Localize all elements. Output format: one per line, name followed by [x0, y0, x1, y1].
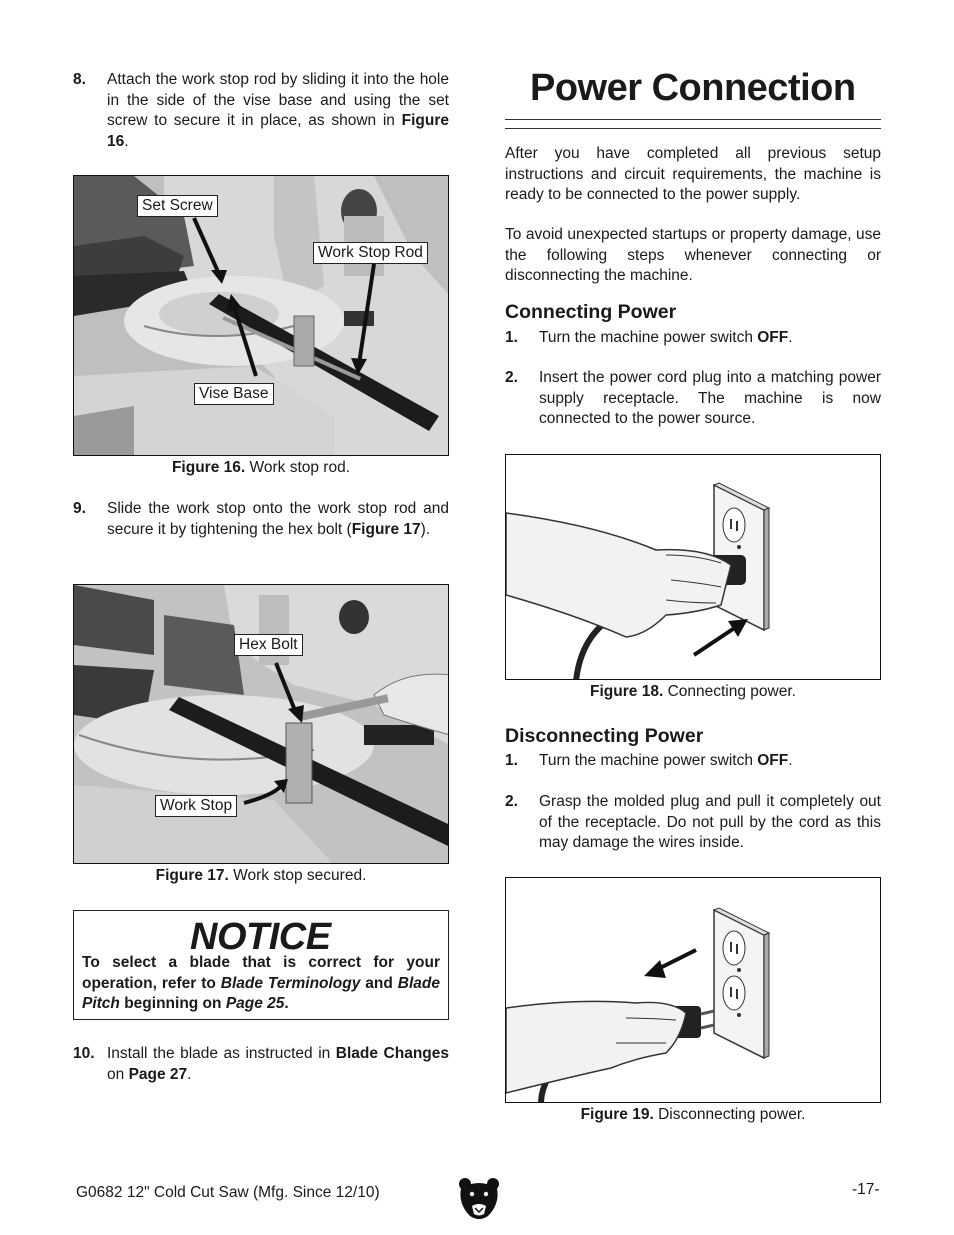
- step-text: Grasp the molded plug and pull it comple…: [539, 793, 881, 851]
- step-number: 9.: [73, 500, 86, 517]
- callout-hex-bolt: Hex Bolt: [234, 634, 303, 656]
- notice-box: NOTICE To select a blade that is correct…: [73, 910, 449, 1020]
- figure-reference: Figure 17: [351, 520, 421, 538]
- callout-work-stop: Work Stop: [155, 795, 238, 817]
- step-number: 2.: [505, 369, 518, 386]
- intro-paragraph-2: To avoid unexpected startups or property…: [505, 226, 881, 284]
- figure-16-caption: Figure 16. Work stop rod.: [171, 459, 351, 476]
- figure-18-caption: Figure 18. Connecting power.: [590, 683, 796, 700]
- step-9: 9. Slide the work stop onto the work sto…: [73, 499, 449, 540]
- step-text: Turn the machine power switch OFF.: [539, 752, 793, 769]
- step-text: Install the blade as instructed in Blade…: [107, 1045, 449, 1083]
- step-text: Turn the machine power switch OFF.: [539, 329, 793, 346]
- page-number: -17-: [852, 1181, 880, 1198]
- figure-reference: Figure 16: [107, 112, 449, 150]
- footer-model: G0682 12" Cold Cut Saw (Mfg. Since 12/10…: [76, 1184, 380, 1201]
- disconnecting-power-heading: Disconnecting Power: [505, 725, 704, 747]
- figure-16-photo: [73, 175, 449, 456]
- section-title: Power Connection: [530, 67, 856, 109]
- notice-title: NOTICE: [190, 916, 331, 958]
- connect-step-2: 2. Insert the power cord plug into a mat…: [505, 368, 881, 430]
- callout-set-screw: Set Screw: [137, 195, 218, 217]
- connecting-power-heading: Connecting Power: [505, 301, 677, 323]
- figure-18-illustration: [505, 454, 881, 680]
- connect-step-1: 1. Turn the machine power switch OFF.: [505, 328, 881, 349]
- disconnect-step-1: 1. Turn the machine power switch OFF.: [505, 751, 881, 772]
- step-number: 8.: [73, 71, 86, 88]
- step-10: 10. Install the blade as instructed in B…: [73, 1044, 449, 1085]
- disconnecting-power-drawing: [506, 907, 771, 1102]
- step-text: Slide the work stop onto the work stop r…: [107, 500, 449, 538]
- work-stop-rod-illustration: [74, 176, 448, 455]
- intro-paragraph-1: After you have completed all previous se…: [505, 145, 881, 203]
- step-8: 8. Attach the work stop rod by sliding i…: [73, 70, 449, 152]
- figure-19-illustration: [505, 877, 881, 1103]
- callout-vise-base: Vise Base: [194, 383, 274, 405]
- step-number: 1.: [505, 752, 518, 769]
- step-number: 2.: [505, 793, 518, 810]
- work-stop-secured-illustration: [74, 585, 448, 863]
- figure-19-caption: Figure 19. Disconnecting power.: [580, 1106, 806, 1123]
- step-text: Attach the work stop rod by sliding it i…: [107, 71, 449, 150]
- callout-work-stop-rod: Work Stop Rod: [313, 242, 428, 264]
- figure-17-photo: [73, 584, 449, 864]
- step-number: 10.: [73, 1045, 95, 1062]
- connecting-power-drawing: [506, 482, 771, 679]
- step-text: Insert the power cord plug into a matchi…: [539, 369, 881, 427]
- figure-17-caption: Figure 17. Work stop secured.: [155, 867, 367, 884]
- notice-text: To select a blade that is correct for yo…: [82, 954, 441, 1012]
- disconnect-step-2: 2. Grasp the molded plug and pull it com…: [505, 792, 881, 854]
- grizzly-bear-logo-icon: [458, 1176, 500, 1222]
- step-number: 1.: [505, 329, 518, 346]
- title-rule-top: [505, 119, 881, 120]
- title-rule-bottom: [505, 128, 881, 129]
